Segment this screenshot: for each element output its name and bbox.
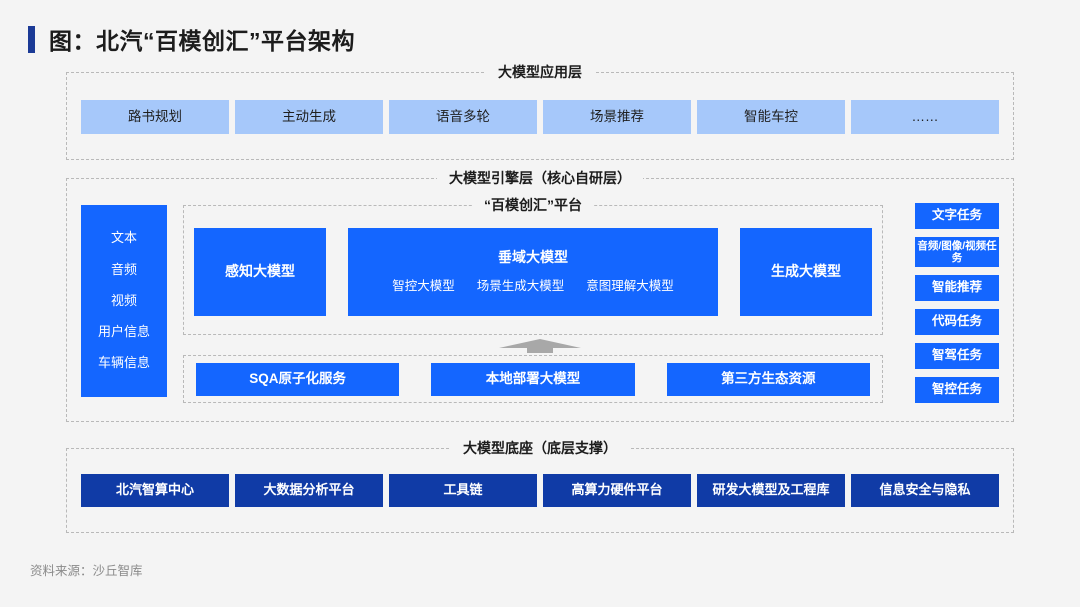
base-item-high-compute-hardware[interactable]: 高算力硬件平台: [543, 474, 691, 507]
resource-local-deployed-model[interactable]: 本地部署大模型: [431, 363, 635, 396]
resource-third-party-ecosystem[interactable]: 第三方生态资源: [666, 363, 870, 396]
app-item-route-planning[interactable]: 路书规划: [81, 100, 229, 134]
base-item-information-security-privacy[interactable]: 信息安全与隐私: [851, 474, 999, 507]
resource-subsection: SQA原子化服务 本地部署大模型 第三方生态资源: [183, 355, 883, 403]
input-source-user-info: 用户信息: [97, 324, 150, 340]
platform-subsection: “百模创汇”平台 感知大模型 垂域大模型 智控大模型 场景生成大模型 意图理解大…: [183, 195, 883, 335]
base-item-rnd-model-engineering-library[interactable]: 研发大模型及工程库: [697, 474, 845, 507]
model-vertical-domain[interactable]: 垂域大模型 智控大模型 场景生成大模型 意图理解大模型: [348, 228, 718, 316]
model-generation[interactable]: 生成大模型: [740, 228, 872, 316]
task-text[interactable]: 文字任务: [915, 203, 999, 229]
input-sources-column: 文本 音频 视频 用户信息 车辆信息: [81, 205, 167, 397]
app-item-scene-recommendation[interactable]: 场景推荐: [543, 100, 691, 134]
platform-label: “百模创汇”平台: [472, 195, 594, 215]
vertical-sub-scene-generation: 场景生成大模型: [476, 279, 565, 294]
title-text: 图：北汽“百模创汇”平台架构: [49, 28, 355, 54]
model-vertical-domain-title: 垂域大模型: [498, 248, 568, 265]
vertical-sub-intent-understanding: 意图理解大模型: [586, 279, 674, 294]
app-item-more-ellipsis[interactable]: ……: [851, 100, 999, 134]
app-item-smart-vehicle-control[interactable]: 智能车控: [697, 100, 845, 134]
app-item-multi-turn-voice[interactable]: 语音多轮: [389, 100, 537, 134]
task-outputs-column: 文字任务 音频/图像/视频任务 智能推荐 代码任务 智驾任务 智控任务: [915, 203, 999, 403]
application-layer-section: 大模型应用层 路书规划 主动生成 语音多轮 场景推荐 智能车控 ……: [66, 62, 1014, 160]
vertical-sub-smart-control: 智控大模型: [392, 279, 455, 294]
input-source-vehicle-info: 车辆信息: [97, 355, 150, 371]
resource-sqa-atomic-service[interactable]: SQA原子化服务: [196, 363, 400, 396]
source-footer: 资料来源：沙丘智库: [30, 564, 143, 578]
app-item-proactive-generation[interactable]: 主动生成: [235, 100, 383, 134]
input-source-video: 视频: [110, 292, 137, 308]
up-arrow-icon: [499, 339, 581, 353]
engine-layer-label: 大模型引擎层（核心自研层）: [437, 168, 643, 188]
base-layer-items: 北汽智算中心 大数据分析平台 工具链 高算力硬件平台 研发大模型及工程库 信息安…: [81, 474, 999, 507]
task-code[interactable]: 代码任务: [915, 309, 999, 335]
platform-models-row: 感知大模型 垂域大模型 智控大模型 场景生成大模型 意图理解大模型 生成大模型: [194, 228, 872, 316]
task-audio-image-video[interactable]: 音频/图像/视频任务: [915, 237, 999, 267]
base-layer-label: 大模型底座（底层支撑）: [451, 438, 629, 458]
title-accent-bar: [28, 25, 35, 53]
application-layer-items: 路书规划 主动生成 语音多轮 场景推荐 智能车控 ……: [81, 100, 999, 134]
base-item-baic-computing-center[interactable]: 北汽智算中心: [81, 474, 229, 507]
task-smart-control[interactable]: 智控任务: [915, 377, 999, 403]
task-smart-recommendation[interactable]: 智能推荐: [915, 275, 999, 301]
resource-items-row: SQA原子化服务 本地部署大模型 第三方生态资源: [196, 363, 870, 396]
input-source-audio: 音频: [110, 261, 137, 277]
application-layer-label: 大模型应用层: [486, 62, 594, 82]
base-layer-section: 大模型底座（底层支撑） 北汽智算中心 大数据分析平台 工具链 高算力硬件平台 研…: [66, 438, 1014, 533]
base-item-big-data-platform[interactable]: 大数据分析平台: [235, 474, 383, 507]
engine-layer-section: 大模型引擎层（核心自研层） 文本 音频 视频 用户信息 车辆信息 “百模创汇”平…: [66, 168, 1014, 422]
page-title: 图：北汽“百模创汇”平台架构: [28, 22, 355, 56]
task-autonomous-driving[interactable]: 智驾任务: [915, 343, 999, 369]
model-vertical-domain-subitems: 智控大模型 场景生成大模型 意图理解大模型: [392, 279, 674, 295]
input-source-text: 文本: [110, 230, 137, 246]
base-item-toolchain[interactable]: 工具链: [389, 474, 537, 507]
model-perception[interactable]: 感知大模型: [194, 228, 326, 316]
